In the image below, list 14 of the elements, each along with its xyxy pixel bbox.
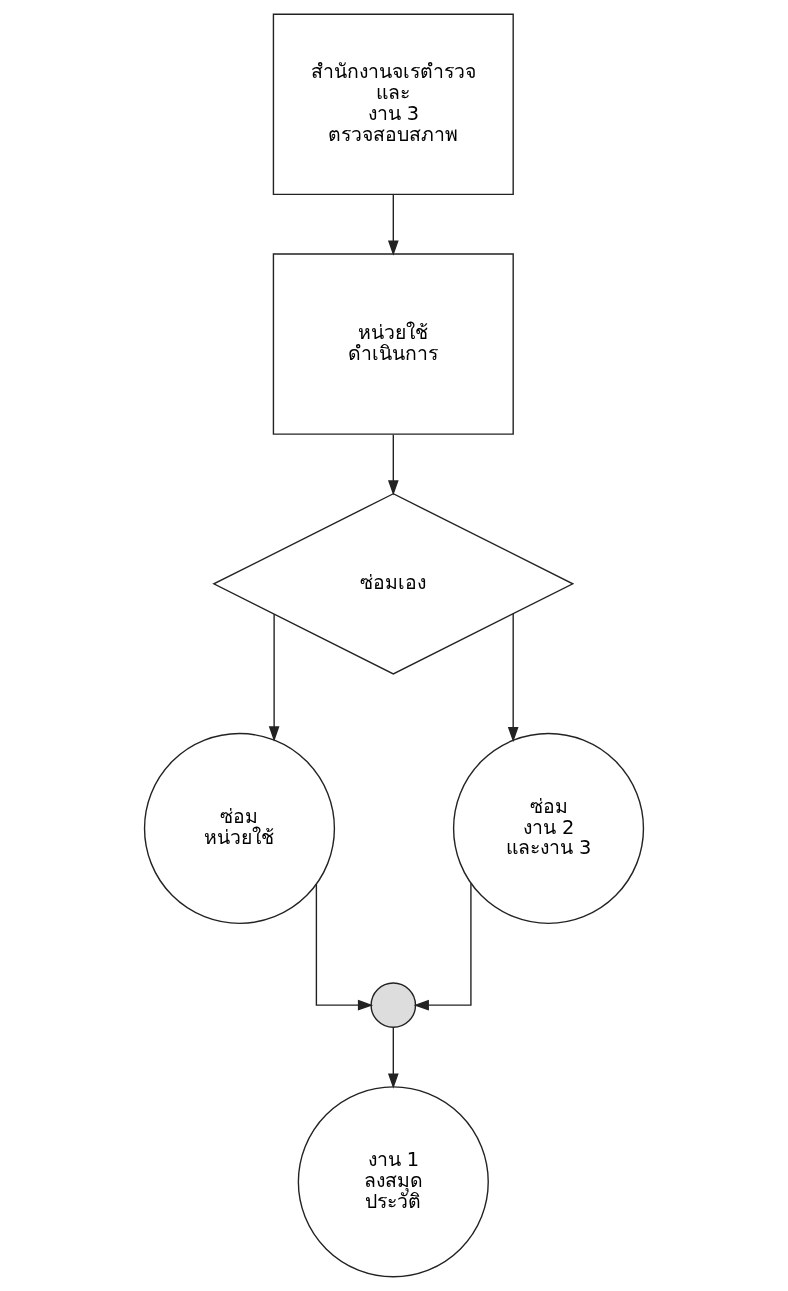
node-diamond: ซ่อมเอง <box>212 492 575 675</box>
node-box: สำนักงานจเรตำรวจ และ งาน 3 ตรวจสอบสภาพ <box>272 13 514 196</box>
node-circle <box>370 982 417 1028</box>
node-circle: ซ่อม หน่วยใช้ <box>143 732 336 925</box>
node-circle: งาน 1 ลงสมุด ประวัติ <box>297 1086 489 1278</box>
arrow <box>315 883 374 1011</box>
arrow <box>387 1026 399 1089</box>
arrow <box>387 194 399 256</box>
arrow <box>413 882 472 1011</box>
arrow <box>268 613 280 742</box>
arrow <box>507 613 519 743</box>
arrow <box>387 434 399 496</box>
node-box: หน่วยใช้ ดำเนินการ <box>272 253 514 435</box>
node-circle: ซ่อม งาน 2 และงาน 3 <box>452 732 645 925</box>
